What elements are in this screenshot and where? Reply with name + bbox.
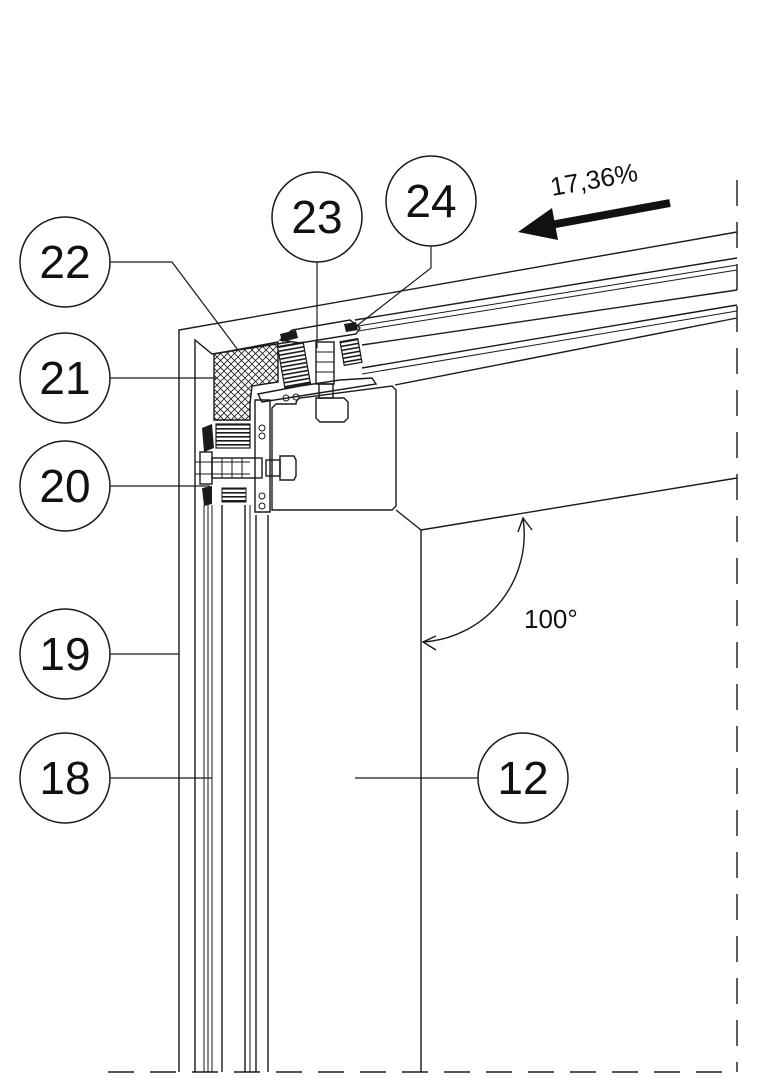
- angle-label: 100°: [524, 604, 578, 634]
- callout-12-label: 12: [497, 752, 548, 804]
- callout-19-label: 19: [39, 628, 90, 680]
- leader-lines: [110, 246, 478, 779]
- callout-18-label: 18: [39, 752, 90, 804]
- gasket-seals: [202, 322, 363, 506]
- insulation-block: [213, 341, 279, 421]
- horizontal-fastener: [195, 451, 297, 485]
- angle-dimension: [421, 516, 533, 651]
- boundary-dashes: [108, 180, 738, 1073]
- callout-22: 22: [19, 216, 111, 308]
- callout-24-label: 24: [405, 175, 456, 227]
- callout-21-label: 21: [39, 352, 90, 404]
- callout-20: 20: [19, 440, 111, 532]
- callout-20-label: 20: [39, 460, 90, 512]
- sloped-glazing-lines: [354, 257, 738, 531]
- slope-arrow: [518, 199, 671, 240]
- callout-23: 23: [271, 171, 363, 263]
- top-cover-cap: [278, 319, 361, 344]
- vertical-fastener: [315, 341, 349, 423]
- vertical-glazing-lines: [203, 505, 422, 1072]
- callout-12: 12: [477, 732, 569, 824]
- callout-22-label: 22: [39, 236, 90, 288]
- slope-label: 17,36%: [548, 157, 640, 202]
- main-profile: [254, 377, 422, 531]
- callout-24: 24: [385, 155, 477, 247]
- callout-21: 21: [19, 332, 111, 424]
- callout-23-label: 23: [291, 191, 342, 243]
- callout-19: 19: [19, 608, 111, 700]
- callout-18: 18: [19, 732, 111, 824]
